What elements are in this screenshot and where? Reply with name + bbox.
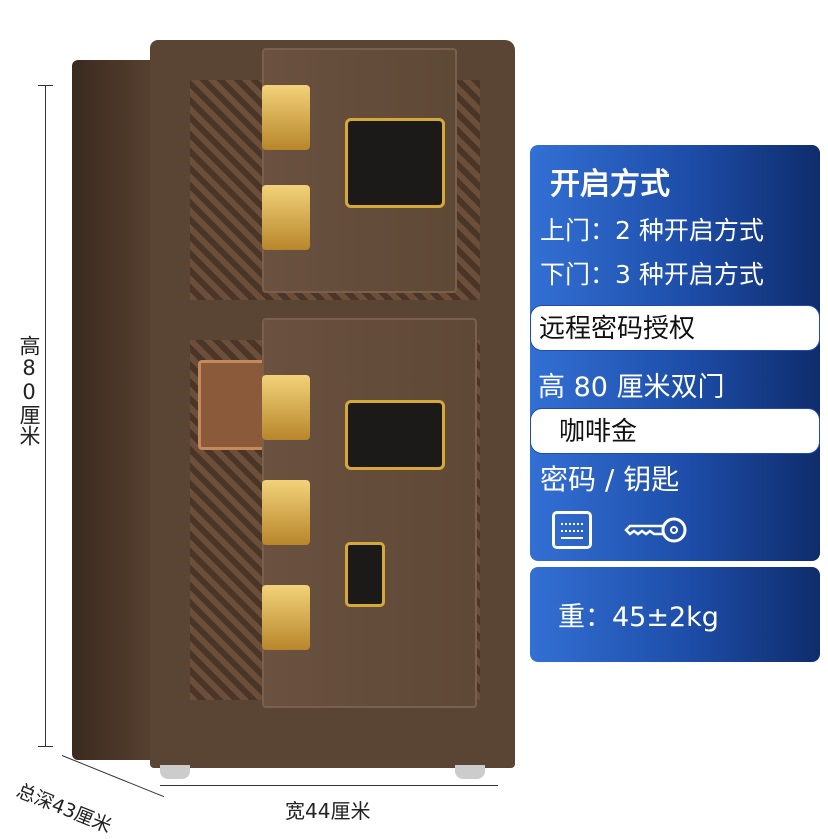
color-badge: 咖啡金 bbox=[530, 408, 820, 454]
bolt bbox=[262, 85, 310, 150]
panel-title: 开启方式 bbox=[550, 167, 670, 202]
height-label: 高80厘米 bbox=[17, 335, 44, 446]
height-dimension-line bbox=[45, 85, 46, 747]
weight-info: 重：45±2kg bbox=[558, 602, 719, 633]
depth-dimension-line bbox=[61, 755, 165, 798]
weight-panel: 重：45±2kg bbox=[530, 567, 820, 662]
modes-info: 密码 / 钥匙 bbox=[540, 463, 680, 496]
opening-methods-panel: 开启方式 上门：2 种开启方式 下门：3 种开启方式 远程密码授权 高 80 厘… bbox=[530, 145, 820, 561]
width-label: 宽44厘米 bbox=[285, 799, 371, 823]
bolt bbox=[262, 480, 310, 545]
height-tick-top bbox=[38, 85, 53, 86]
bolt bbox=[262, 585, 310, 650]
foot bbox=[455, 765, 485, 779]
depth-label: 总深43厘米 bbox=[13, 779, 115, 838]
height-tick-bottom bbox=[38, 746, 53, 747]
remote-password-badge: 远程密码授权 bbox=[530, 305, 820, 351]
safe-side bbox=[72, 60, 162, 760]
door-handle[interactable] bbox=[345, 542, 385, 607]
keypad-icon bbox=[552, 511, 592, 549]
bolt bbox=[262, 185, 310, 250]
upper-door-info: 上门：2 种开启方式 bbox=[540, 216, 764, 245]
size-info: 高 80 厘米双门 bbox=[538, 372, 725, 403]
key-icon bbox=[624, 517, 687, 543]
width-dimension-line bbox=[160, 785, 498, 786]
lower-keypad[interactable] bbox=[345, 400, 445, 470]
bolt bbox=[262, 375, 310, 440]
upper-keypad[interactable] bbox=[345, 118, 445, 208]
inner-drawer bbox=[198, 360, 268, 450]
lower-door-info: 下门：3 种开启方式 bbox=[540, 260, 764, 289]
foot bbox=[160, 765, 190, 779]
